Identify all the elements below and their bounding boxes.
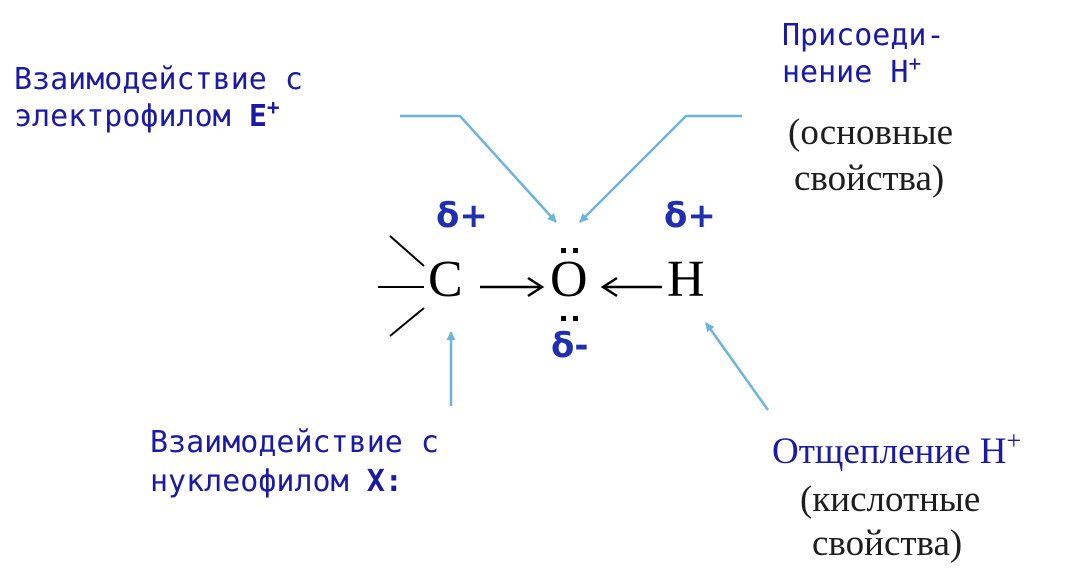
deprotonation-label: Отщепление H+ [772,427,1021,473]
protonation-arrow [579,114,742,223]
nucleophile-label-line1: Взаимодействие с [150,425,439,460]
nucleophile-label-line2: нуклеофилом X: [150,464,439,499]
nucleophile-label: Взаимодействие с нуклеофилом X: [150,425,439,499]
carbon-atom: C [428,251,463,308]
protonation-label: Присоеди- нение H+ [782,18,945,90]
carbon-oxygen-bond-arrow [480,276,545,298]
electrophile-attack-arrow [400,114,557,223]
electrophile-label-word: электрофилом [14,99,231,134]
protonation-label-word: нение H [782,55,909,90]
electrophile-reagent: E [248,99,267,134]
deprotonation-note: (кислотные свойства) [800,478,980,566]
protonation-label-line2: нение H+ [782,53,945,90]
electrophile-label: Взаимодействие с электрофилом E+ [14,62,303,134]
nucleophile-label-word: нуклеофилом [150,464,349,499]
hydrogen-partial-charge: δ+ [664,196,716,236]
deprotonation-label-word: Отщепление H [772,431,1007,472]
nucleophile-reagent: X: [366,464,403,499]
electrophile-label-line2: электрофилом E+ [14,97,303,134]
protonation-label-line1: Присоеди- [782,18,945,53]
oxygen-lone-pairs [561,248,578,321]
deprotonation-arrow [704,322,770,411]
oxygen-partial-charge: δ- [551,326,589,366]
electrophile-reagent-charge: + [266,95,280,120]
hydrogen-oxygen-bond-arrow [600,276,662,298]
deprotonation-note-line2: свойства) [812,523,963,564]
protonation-note-line1: (основные [788,112,954,153]
protonation-note-line2: свойства) [794,158,945,199]
carbon-partial-charge: δ+ [436,196,488,236]
protonation-charge: + [908,51,922,76]
bond-lower-left [389,307,425,337]
deprotonation-note-line1: (кислотные [800,479,981,520]
protonation-note: (основные свойства) [788,110,953,202]
oxygen-atom: O [550,251,588,308]
electrophile-label-line1: Взаимодействие с [14,62,303,97]
bond-upper-left [389,235,425,267]
hydrogen-atom: H [667,251,705,308]
deprotonation-charge: + [1006,425,1022,455]
